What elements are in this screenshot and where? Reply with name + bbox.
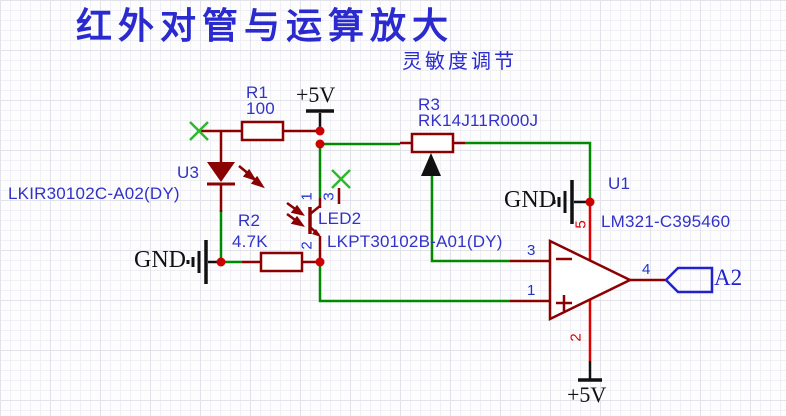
wire-wiper-to-inv-input[interactable] [430,176,510,263]
opamp-pin4-number: 4 [642,261,651,278]
led-triangle [207,162,235,182]
junction-dots [216,126,595,267]
wire-emitter-to-noninv-input[interactable] [318,264,510,303]
led-emission-arrows [238,165,265,189]
gnd-symbol-left[interactable] [186,240,217,284]
opamp-pin5-number: 5 [572,220,590,229]
u3-value-label[interactable]: LKIR30102C-A02(DY) [8,184,180,203]
p5v-top-label[interactable]: +5V [296,82,336,107]
r3-ref-label[interactable]: R3 [418,95,441,114]
wire-r3-right-to-gnd[interactable] [465,141,592,200]
net-flag-a2-shape[interactable] [664,266,714,294]
no-connect-icon [331,169,351,189]
potentiometer-r3[interactable] [410,132,455,176]
a2-flag-label[interactable]: A2 [714,265,743,290]
r2-ref-label[interactable]: R2 [238,211,261,230]
u3-ref-label[interactable]: U3 [177,163,200,182]
r3-value-label[interactable]: RK14J11R000J [418,111,539,130]
junction-dot [585,197,595,207]
r1-ref-label[interactable]: R1 [246,83,269,102]
schematic-subtitle[interactable]: 灵敏度调节 [402,51,517,73]
gnd-top-label[interactable]: GND [504,187,556,213]
resistor-r3-body[interactable] [410,132,455,154]
led2-ref-label[interactable]: LED2 [318,209,362,228]
photo-incident-arrows [286,201,305,227]
resistor-r2-body[interactable] [259,251,304,273]
opamp-pin2-number: 2 [567,333,585,342]
no-connect-icon [189,121,209,141]
u1-value-label[interactable]: LM321-C395460 [601,212,731,231]
photo-collector-line [309,205,321,215]
led-u3[interactable] [207,162,265,189]
opamp-pin3-number: 3 [527,242,536,259]
gnd-left-label[interactable]: GND [134,247,186,273]
photo-pin3-number: 3 [320,192,338,201]
no-connect-marks [189,121,351,189]
opamp-triangle[interactable] [548,239,633,321]
led2-value-label[interactable]: LKPT30102B-A01(DY) [327,232,503,251]
junction-dot [216,257,226,267]
u1-ref-label[interactable]: U1 [608,174,631,193]
junction-dot [315,257,325,267]
p5v-bottom-label[interactable]: +5V [567,382,607,407]
opamp-pin1-number: 1 [527,282,536,299]
photo-pin1-number: 1 [298,192,316,201]
junction-dot [315,126,325,136]
schematic-title[interactable]: 红外对管与运算放大 [76,5,455,46]
r1-value-label[interactable]: 100 [246,99,275,118]
wires-green[interactable] [219,141,592,303]
junction-dot [315,139,325,149]
opamp-u1[interactable] [548,239,633,321]
photo-pin2-number: 2 [298,241,316,250]
phototransistor-led2[interactable] [286,201,321,237]
r3-wiper-arrow [421,153,441,176]
power-flag-5v-bottom[interactable] [578,361,602,382]
photo-emitter-arrowhead [312,229,321,237]
gnd-symbol-top[interactable] [552,180,586,224]
resistor-r1-body[interactable] [240,120,285,142]
r2-value-label[interactable]: 4.7K [232,232,268,251]
